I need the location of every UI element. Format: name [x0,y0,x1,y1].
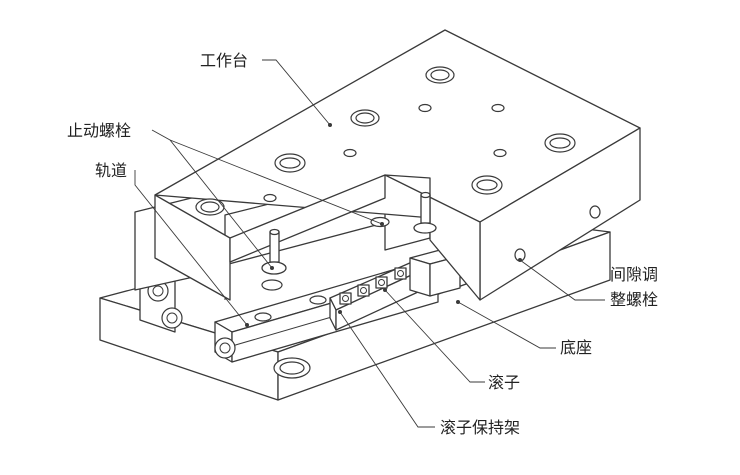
workbench-front-step [384,174,481,301]
screw-head-icon [214,337,236,359]
label-base: 底座 [560,338,592,357]
roller-cage [329,261,419,331]
right-end-block [409,249,461,297]
label-gap-bolt-line1: 间隙调 [610,265,658,284]
workbench-left-front [154,194,231,301]
leader-lines [134,59,605,428]
workbench-slot-edge [229,174,386,263]
label-roller-cage: 滚子保持架 [440,418,520,437]
roller-icon [375,276,388,289]
screw-head-icon [161,307,183,329]
roller-icon [357,284,370,297]
label-workbench: 工作台 [200,51,248,70]
labels: 工作台 止动螺栓 轨道 间隙调 整螺栓 底座 滚子 滚子保持架 [67,51,658,437]
stop-bolt-right [370,191,437,234]
roller-icon [394,267,407,280]
label-stop-bolt: 止动螺栓 [67,121,131,140]
label-roller: 滚子 [488,373,520,392]
label-gap-bolt-line2: 整螺栓 [610,290,658,309]
workbench [154,29,641,301]
roller-icon [339,292,352,305]
label-rail: 轨道 [95,161,127,180]
